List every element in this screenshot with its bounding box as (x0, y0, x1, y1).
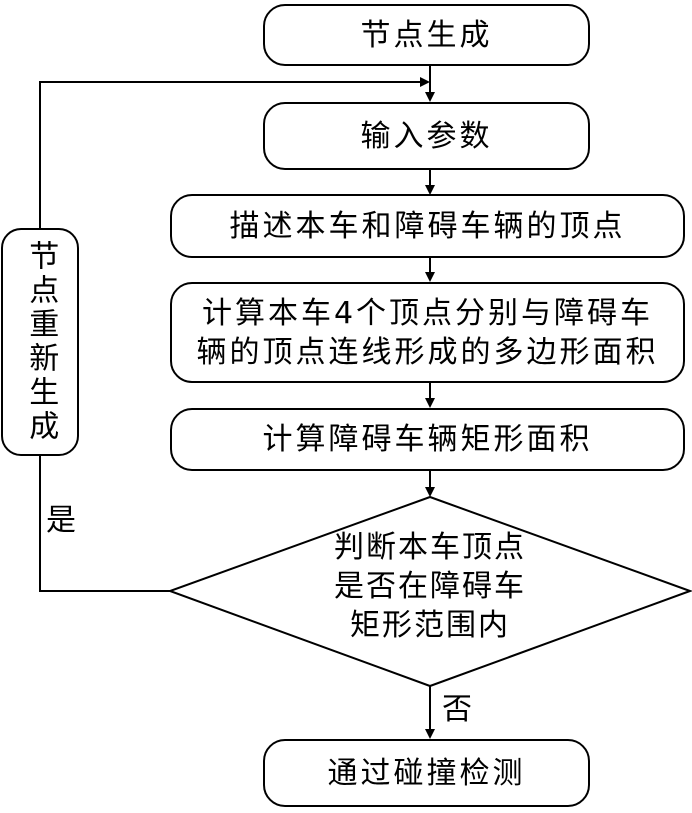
node-regenerate: 节点重新生成 (1, 228, 79, 456)
node-compute-polygon-area-label: 计算本车4个顶点分别与障碍车辆的顶点连线形成的多边形面积 (196, 295, 659, 370)
node-input-params-label: 输入参数 (360, 118, 493, 154)
node-describe-vertices: 描述本车和障碍车辆的顶点 (170, 194, 685, 258)
loop-line-upper (39, 77, 430, 228)
decision-diamond (167, 495, 692, 688)
node-regenerate-label: 节点重新生成 (23, 240, 59, 444)
decision-label: 判断本车顶点是否在障碍车矩形范围内 (334, 530, 526, 643)
loop-line-lower (39, 456, 170, 592)
node-pass-label: 通过碰撞检测 (327, 755, 526, 791)
node-generate-label: 节点生成 (360, 17, 493, 53)
node-describe-vertices-label: 描述本车和障碍车辆的顶点 (229, 208, 626, 244)
node-compute-rect-area-label: 计算障碍车辆矩形面积 (262, 422, 593, 457)
edge-label-yes: 是 (46, 503, 76, 538)
node-pass: 通过碰撞检测 (263, 739, 590, 807)
node-compute-polygon-area: 计算本车4个顶点分别与障碍车辆的顶点连线形成的多边形面积 (170, 282, 685, 383)
node-compute-rect-area: 计算障碍车辆矩形面积 (170, 408, 685, 471)
node-generate: 节点生成 (263, 4, 590, 66)
node-input-params: 输入参数 (263, 102, 590, 170)
edge-label-no: 否 (442, 692, 472, 727)
